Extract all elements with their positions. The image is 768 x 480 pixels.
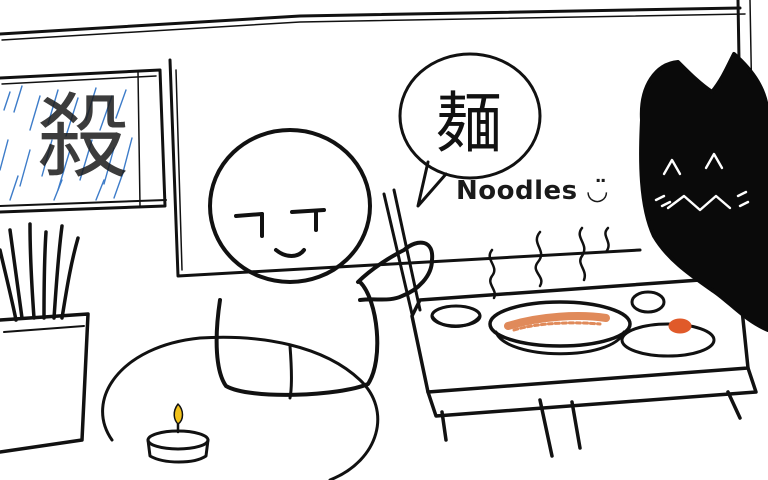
egg-plate [620, 318, 716, 358]
noodles-caption: Noodles ◡̈ [456, 176, 608, 206]
chopsticks-icon [382, 188, 422, 316]
room-walls [0, 0, 753, 278]
side-bowl-right [630, 290, 666, 314]
noodle-bowl-icon [488, 300, 632, 356]
smiley-icon: ◡̈ [587, 176, 608, 206]
floor-cushion [101, 335, 380, 480]
window-glyph: 殺 [36, 84, 129, 191]
speech-bubble [398, 52, 542, 208]
rain-streaks [0, 85, 133, 201]
shadow-creature [639, 52, 768, 332]
caption-text: Noodles [456, 176, 578, 206]
person [208, 128, 435, 400]
steam-icon [488, 226, 610, 300]
candle-icon [146, 403, 210, 464]
window-frame [0, 68, 167, 214]
potted-plant [0, 222, 90, 454]
speech-bubble-text: 麺 [436, 85, 502, 162]
side-bowl [430, 304, 482, 328]
